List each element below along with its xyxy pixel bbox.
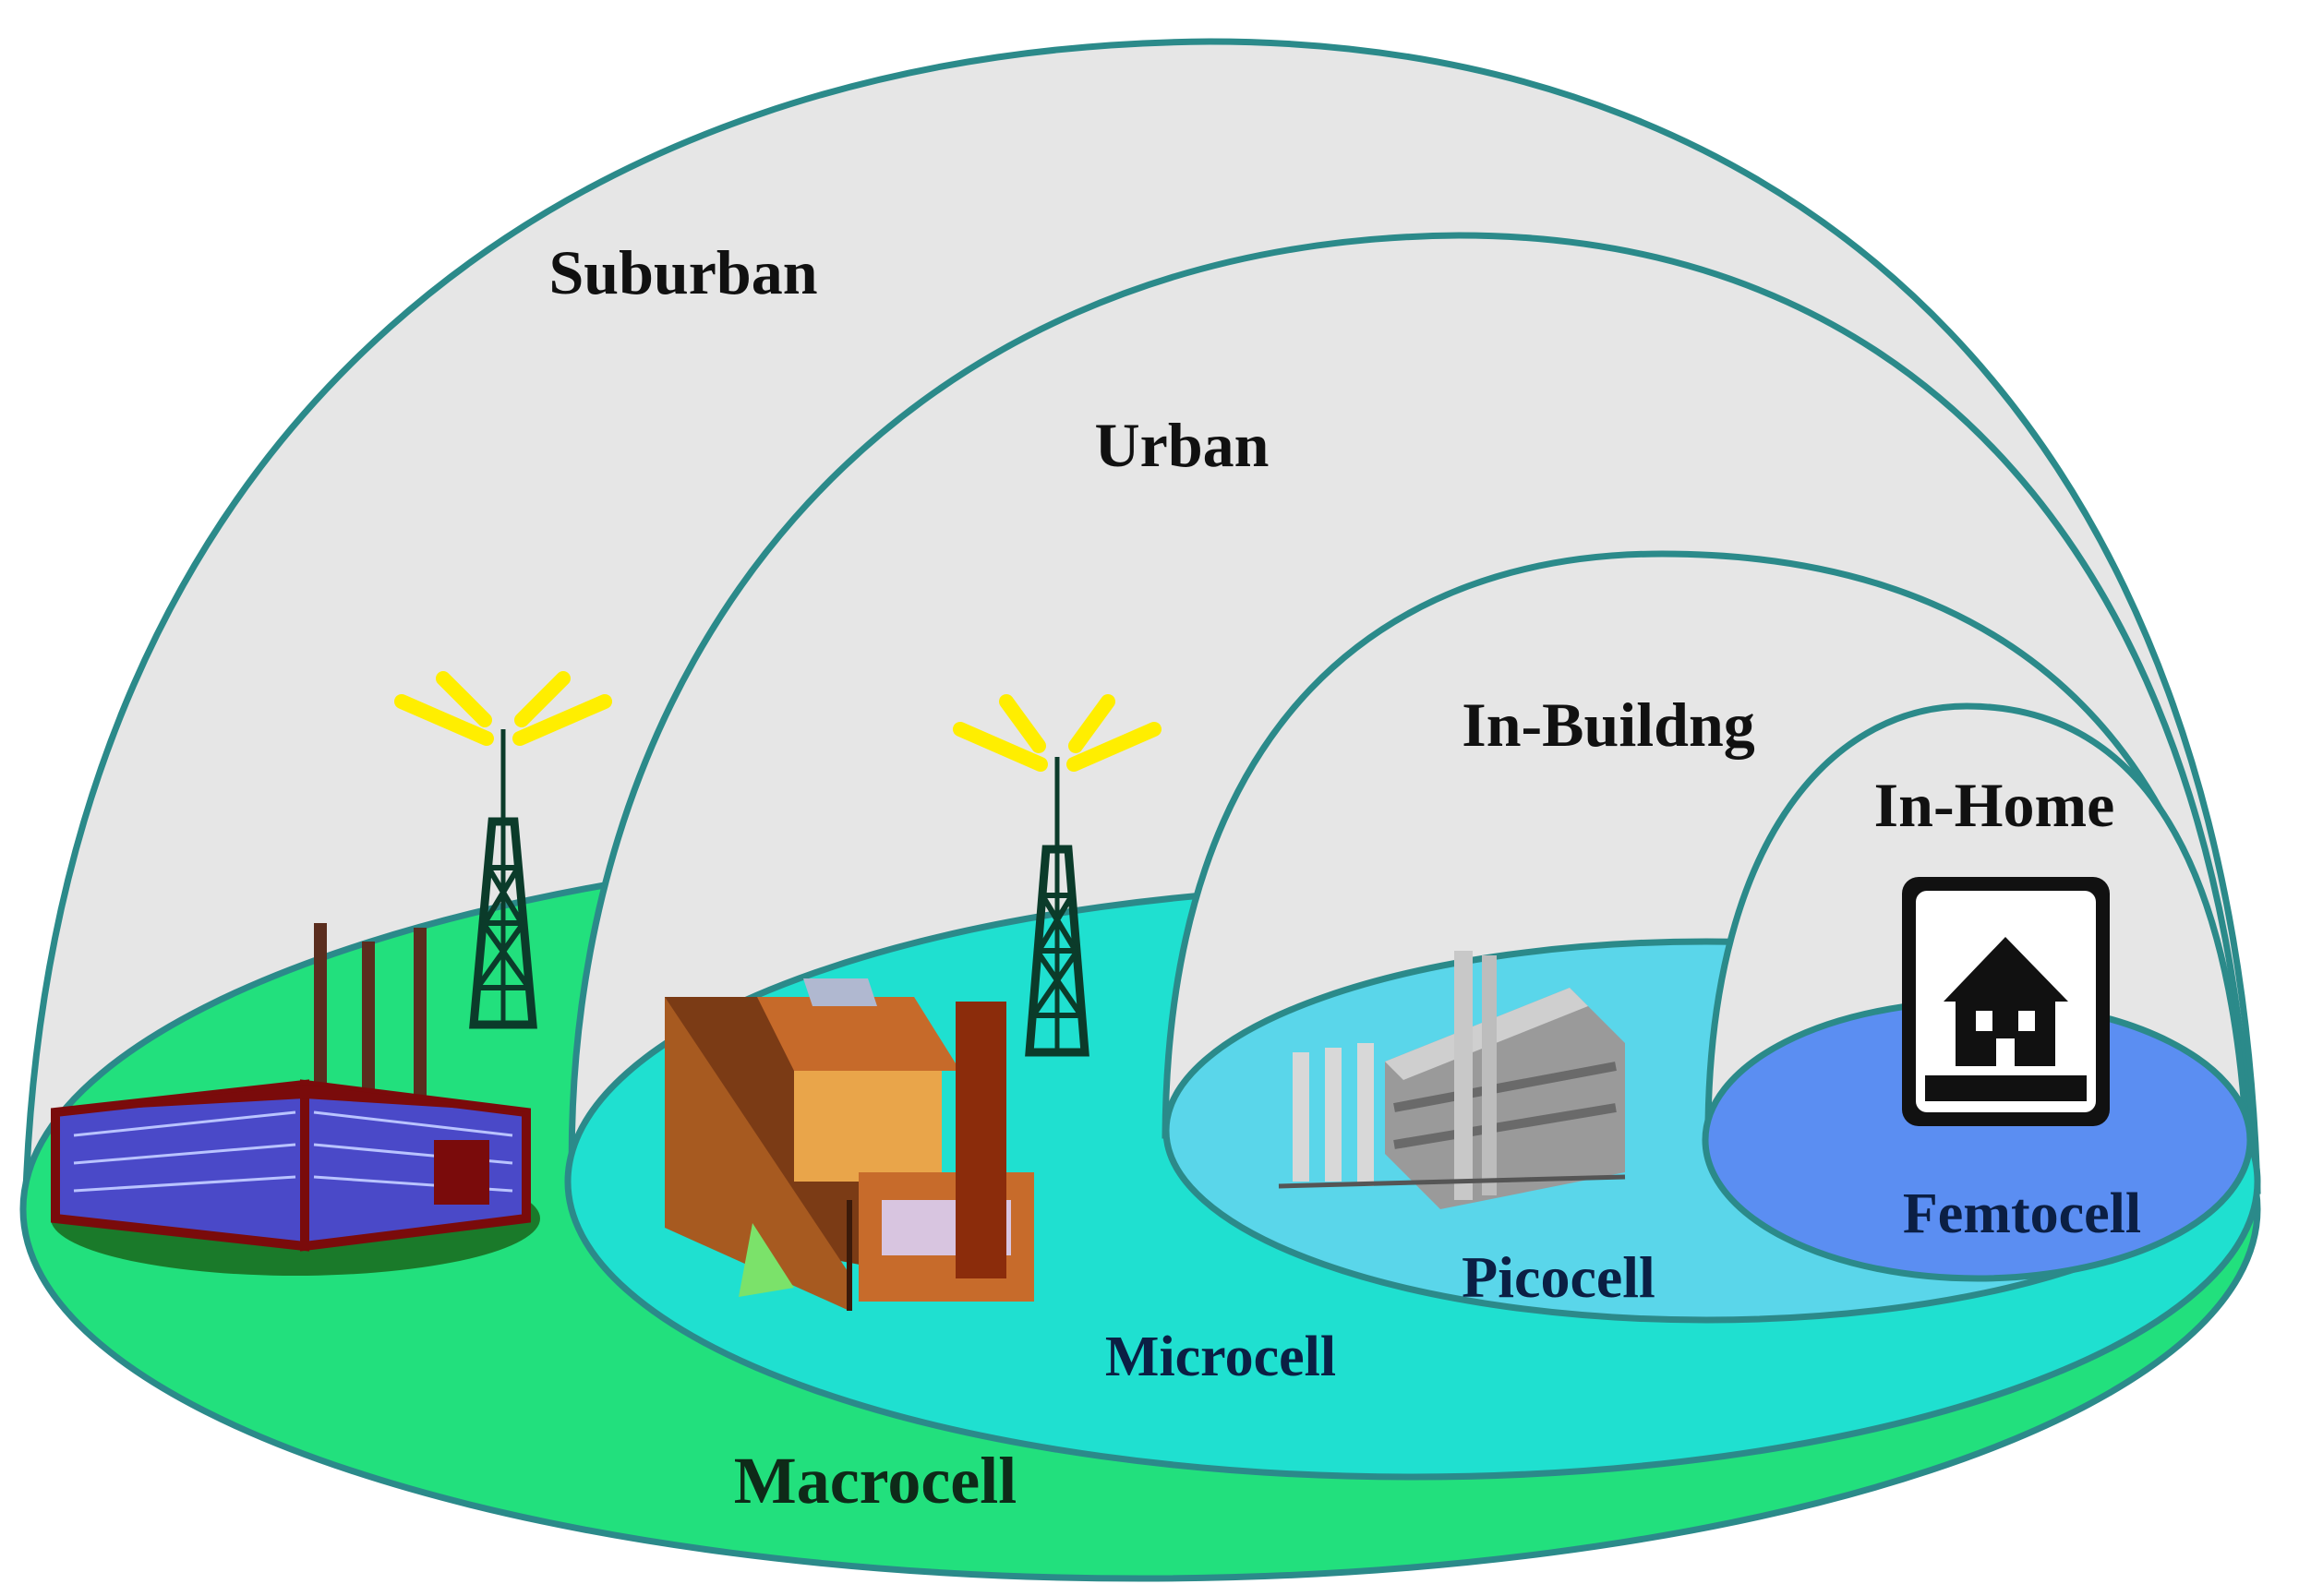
microcell-label: Microcell xyxy=(1105,1326,1336,1388)
in-home-zone xyxy=(1702,702,2254,1282)
suburban-label: Suburban xyxy=(548,237,817,307)
office-building-icon xyxy=(1278,951,1626,1209)
macrocell-label: Macrocell xyxy=(734,1444,1017,1518)
urban-label: Urban xyxy=(1095,410,1270,480)
in-building-label: In-Buildng xyxy=(1462,690,1755,760)
home-sign-icon xyxy=(1902,877,2110,1126)
picocell-label: Picocell xyxy=(1462,1244,1655,1310)
house-icon xyxy=(665,978,1034,1311)
femtocell-label: Femtocell xyxy=(1903,1182,2141,1245)
cell-tower-icon xyxy=(953,694,1162,1057)
in-home-label: In-Home xyxy=(1874,770,2115,840)
cell-tower-icon xyxy=(394,671,612,1029)
factory-icon xyxy=(51,923,540,1276)
